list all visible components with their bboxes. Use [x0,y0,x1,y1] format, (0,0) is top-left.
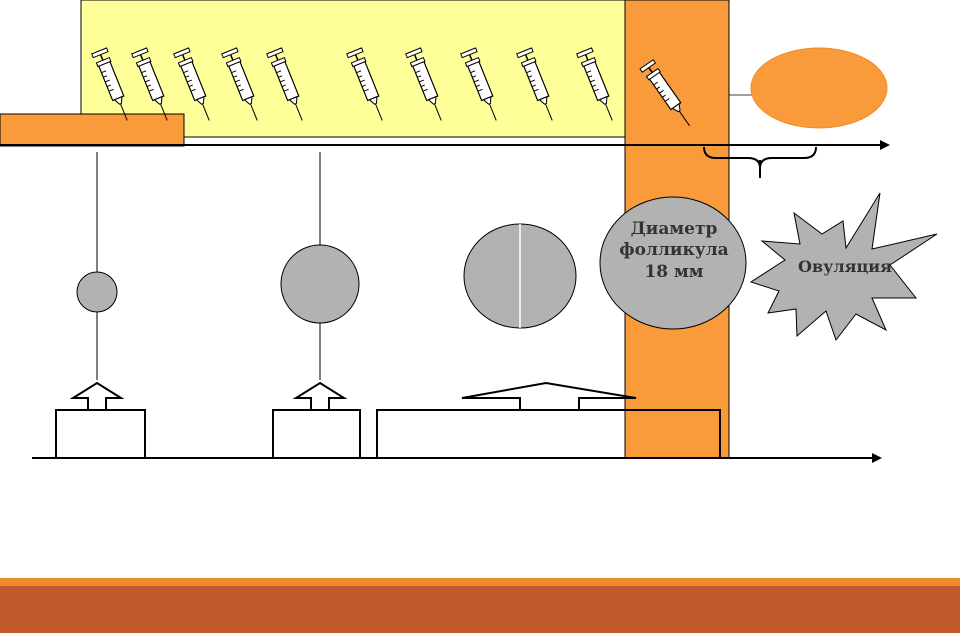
follicle-diameter-label: Диаметр фолликула 18 мм [604,219,744,283]
diameter-line-1: Диаметр [630,219,718,239]
bottom-axis-arrowhead [872,453,882,463]
ovulation-label: Овуляция [798,257,892,276]
follicle-mature [599,196,747,330]
orange-start-bar [0,113,185,147]
phase-box-1 [55,409,146,459]
top-axis-arrowhead [880,140,890,150]
follicle-medium [280,244,360,324]
diameter-line-2: фолликула [619,240,729,261]
up-arrow-icon [292,381,348,413]
up-arrow-icon [69,381,125,413]
phase-box-2 [272,409,361,459]
starburst-icon [749,192,938,342]
diameter-line-3: 18 мм [644,261,704,282]
wide-up-arrow-icon [461,381,637,411]
follicle-small [76,271,118,313]
footer-band [0,578,960,633]
orange-ellipse [750,47,888,129]
